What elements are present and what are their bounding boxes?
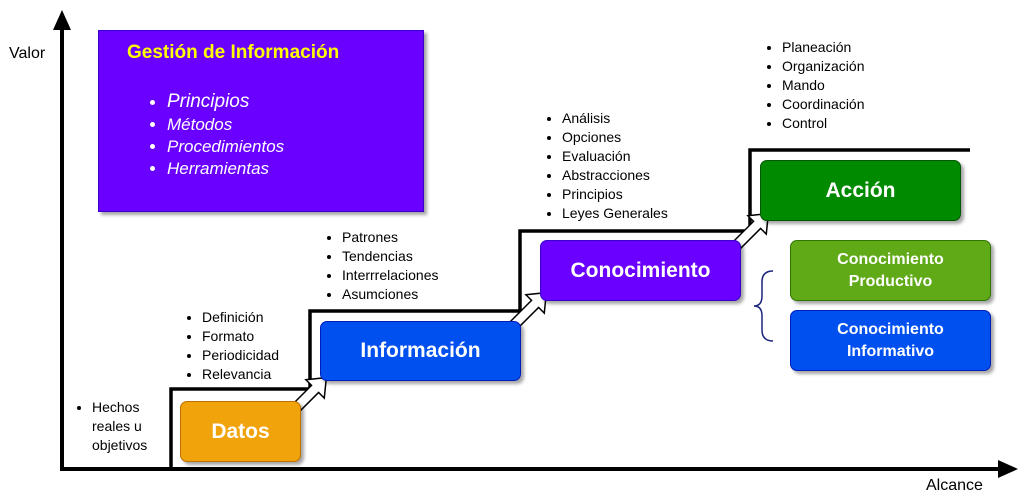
gestion-item: Principios <box>167 89 284 114</box>
informacion-list: Patrones Tendencias Interrrelaciones Asu… <box>324 228 439 304</box>
conocimiento-item: Análisis <box>562 109 668 128</box>
informacion-item: Asumciones <box>342 285 439 304</box>
conocimiento-item: Abstracciones <box>562 166 668 185</box>
conocimiento-list: Análisis Opciones Evaluación Abstraccion… <box>544 109 668 223</box>
datos-list: Definición Formato Periodicidad Relevanc… <box>184 308 279 384</box>
datos-item: Formato <box>202 327 279 346</box>
conocimiento-informativo-box: Conocimiento Informativo <box>790 310 991 371</box>
conocimiento-item: Principios <box>562 185 668 204</box>
accion-item: Planeación <box>782 38 865 57</box>
accion-item: Coordinación <box>782 95 865 114</box>
accion-list: Planeación Organización Mando Coordinaci… <box>764 38 865 133</box>
y-axis-arrowhead <box>53 10 71 30</box>
conocimiento-productivo-box: Conocimiento Productivo <box>790 240 991 301</box>
datos-item: Relevancia <box>202 365 279 384</box>
gestion-title: Gestión de Información <box>127 42 340 63</box>
conocimiento-productivo-label: Conocimiento Productivo <box>837 250 944 290</box>
accion-item: Organización <box>782 57 865 76</box>
informacion-item: Tendencias <box>342 247 439 266</box>
informacion-label: Información <box>360 339 481 362</box>
y-axis-label: Valor <box>9 45 46 62</box>
x-axis-arrowhead <box>998 460 1018 478</box>
conocimiento-box: Conocimiento <box>540 240 741 301</box>
gestion-panel: Gestión de Información Principios Método… <box>98 30 424 212</box>
arrow-conocimiento-accion <box>729 212 770 253</box>
conocimiento-label: Conocimiento <box>570 258 711 282</box>
conocimiento-item: Leyes Generales <box>562 204 668 223</box>
conocimiento-item: Opciones <box>562 128 668 147</box>
gestion-item: Procedimientos <box>167 136 284 158</box>
accion-box: Acción <box>760 160 961 221</box>
gestion-item: Herramientas <box>167 158 284 180</box>
datos-item: Periodicidad <box>202 346 279 365</box>
datos-box: Datos <box>180 401 301 462</box>
accion-item: Control <box>782 114 865 133</box>
accion-item: Mando <box>782 76 865 95</box>
hechos-item: Hechos reales u objetivos <box>92 398 164 455</box>
gestion-item: Métodos <box>167 114 284 136</box>
accion-label: Acción <box>825 178 896 202</box>
conocimiento-informativo-label: Conocimiento Informativo <box>837 320 944 360</box>
informacion-box: Información <box>320 321 521 381</box>
x-axis-label: Alcance <box>926 477 983 494</box>
brace <box>753 270 774 342</box>
hechos-list: Hechos reales u objetivos <box>74 398 192 455</box>
datos-label: Datos <box>211 419 270 443</box>
gestion-list: Principios Métodos Procedimientos Herram… <box>149 89 284 180</box>
conocimiento-item: Evaluación <box>562 147 668 166</box>
informacion-item: Interrrelaciones <box>342 266 439 285</box>
informacion-item: Patrones <box>342 228 439 247</box>
datos-item: Definición <box>202 308 279 327</box>
